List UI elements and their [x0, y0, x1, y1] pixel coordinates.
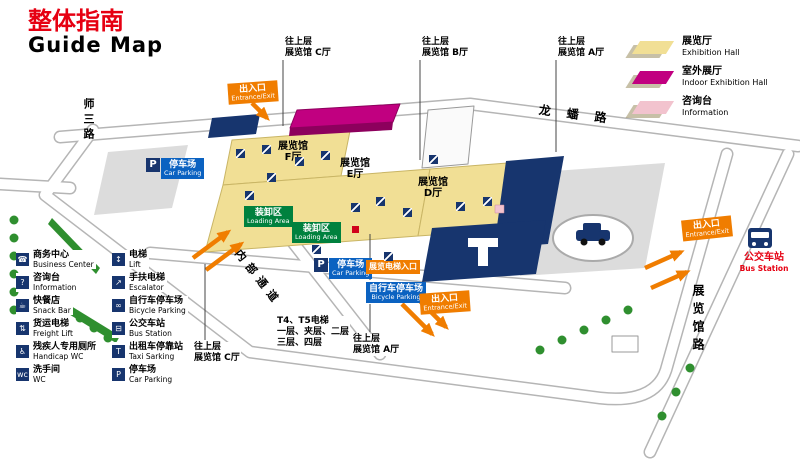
lift-icon	[384, 252, 393, 261]
legend-label-en: Information	[682, 108, 729, 117]
facility-icon	[262, 145, 271, 154]
escalator-icon: ↗	[112, 276, 125, 289]
facility-icon	[236, 149, 245, 158]
page-title-zh: 整体指南	[28, 7, 124, 35]
callout-top-hall-c: 往上层 展览馆 C厅	[285, 37, 331, 58]
legend-label-zh: 室外展厅	[682, 66, 722, 77]
facility-icon	[295, 157, 304, 166]
map-legend: 展览厅 Exhibition Hall 室外展厅 Indoor Exhibiti…	[631, 32, 768, 122]
parking-icon: P	[112, 368, 125, 381]
bicycle-icon: ∞	[112, 299, 125, 312]
legend-label-zh: 咨询台	[682, 96, 712, 107]
wc-icon: wc	[16, 368, 29, 381]
facility-icon	[456, 202, 465, 211]
legend-label-en: Indoor Exhibition Hall	[682, 78, 768, 87]
facility-icon	[267, 173, 276, 182]
bus-icon: ⊟	[112, 322, 125, 335]
callout-bottom-hall-a: 往上层 展览馆 A厅	[352, 334, 401, 356]
legend-swatch-outdoor-hall	[631, 70, 675, 84]
car-parking-badge-bottom: P 停车场 Car Parking	[314, 258, 373, 279]
facility-icon	[483, 197, 492, 206]
facility-icon	[245, 191, 254, 200]
loading-area-badge-1: 装卸区 Loading Area	[244, 206, 293, 227]
road-label-right: 展览馆路	[691, 284, 705, 356]
entrance-exit-badge-top: 出入口 Entrance/Exit	[227, 80, 279, 105]
facility-icon	[321, 151, 330, 160]
white-building	[421, 105, 475, 169]
bus-icon	[748, 228, 772, 248]
lift-icon: ↕	[112, 253, 125, 266]
bus-station-label: 公交车站 Bus Station	[739, 252, 789, 273]
legend-label-zh: 展览厅	[682, 36, 712, 47]
entrance-exit-badge-bottom: 出入口 Entrance/Exit	[419, 290, 471, 315]
facility-icon	[376, 197, 385, 206]
callout-top-hall-a: 往上层 展览馆 A厅	[558, 37, 605, 58]
facility-icon	[403, 208, 412, 217]
parking-icon: P	[146, 158, 160, 172]
callout-bottom-hall-c: 往上层 展览馆 C厅	[193, 342, 241, 364]
handicap-wc-icon: ♿	[16, 345, 29, 358]
legend-item-exhibition-hall: 展览厅 Exhibition Hall	[631, 32, 768, 62]
direction-arrows	[191, 101, 691, 337]
outdoor-hall-shape	[289, 103, 401, 129]
outdoor-hall-edge	[289, 122, 393, 136]
legend-label-en: Exhibition Hall	[682, 48, 740, 57]
parking-icon: P	[314, 258, 328, 272]
freight-lift-icon: ⇅	[16, 322, 29, 335]
taxi-icon: T	[112, 345, 125, 358]
legend-swatch-exhibition-hall	[631, 40, 675, 54]
callout-top-hall-b: 往上层 展览馆 B厅	[422, 37, 468, 58]
snack-bar-icon: ☕	[16, 299, 29, 312]
facility-icon	[312, 245, 321, 254]
hall-d-label: 展览馆 D厅	[418, 177, 448, 199]
buildings-group	[204, 103, 639, 353]
road-label-left: 师三路	[82, 98, 95, 143]
legend-swatch-information	[631, 100, 675, 114]
hall-f-label: 展览馆 F厅	[278, 141, 308, 163]
legend-item-outdoor-hall: 室外展厅 Indoor Exhibition Hall	[631, 62, 768, 92]
facility-icon	[351, 203, 360, 212]
page-title: 整体指南 Guide Map	[28, 8, 163, 57]
legend-item-information: 咨询台 Information	[631, 92, 768, 122]
hall-e-label: 展览馆 E厅	[340, 158, 370, 180]
business-center-icon: ☎	[16, 253, 29, 266]
info-booth-shape	[494, 204, 505, 214]
bicycle-parking-badge: 自行车停车场 Bicycle Parking	[366, 282, 427, 303]
navy-building-entrance	[208, 114, 260, 138]
elevator-note: T4、T5电梯 一层、夹层、二层 三层、四层	[276, 316, 351, 349]
facility-icon	[429, 155, 438, 164]
lift-entrance-badge: 展览电梯入口	[366, 260, 420, 274]
roundabout-car-icon	[552, 214, 634, 262]
loading-area-badge-2: 装卸区 Loading Area	[292, 222, 341, 243]
page-title-en: Guide Map	[28, 33, 164, 57]
information-icon: ?	[16, 276, 29, 289]
marker-icon	[352, 226, 359, 233]
car-parking-badge-left: P 停车场 Car Parking	[146, 158, 205, 179]
